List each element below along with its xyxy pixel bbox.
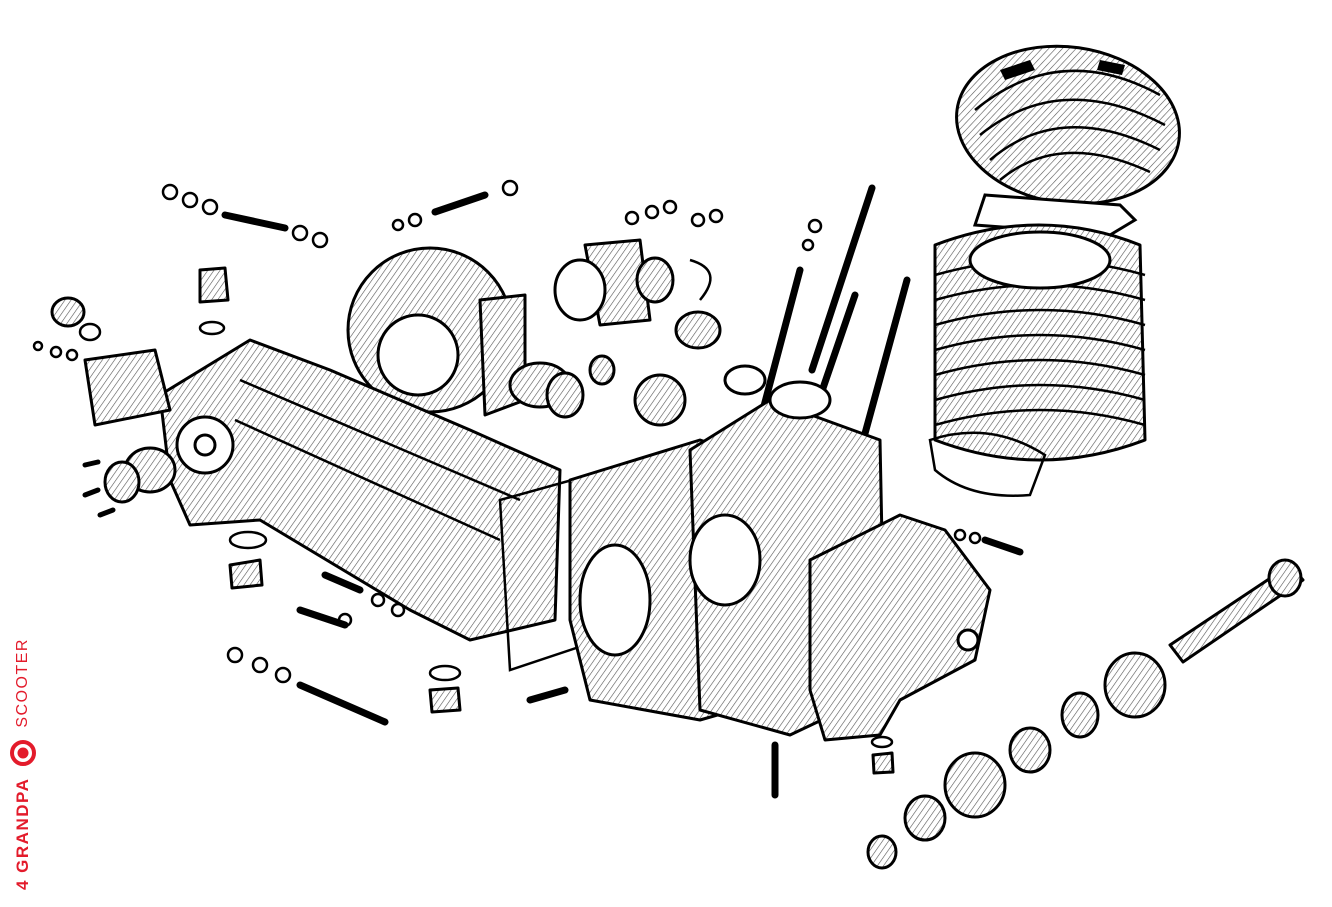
brand-logo: 4 GRANDPA SCOOTER (8, 638, 38, 890)
left-flange (50, 266, 230, 504)
intake-flange (553, 238, 722, 350)
cylinder-head (955, 44, 1181, 206)
small-hardware (32, 179, 1024, 799)
bushings (866, 651, 1167, 870)
side-cover (808, 513, 992, 742)
cylinder-barrel (933, 223, 1147, 462)
crankcase (568, 364, 887, 737)
flywheel-housing (346, 246, 527, 417)
axle-bolt (1168, 558, 1305, 664)
pulley-parts (508, 354, 687, 427)
target-icon (10, 739, 36, 766)
base-gasket (928, 431, 1047, 497)
brand-category: SCOOTER (14, 638, 31, 728)
brand-name: 4 GRANDPA (13, 777, 32, 890)
transmission-housing (158, 338, 562, 642)
